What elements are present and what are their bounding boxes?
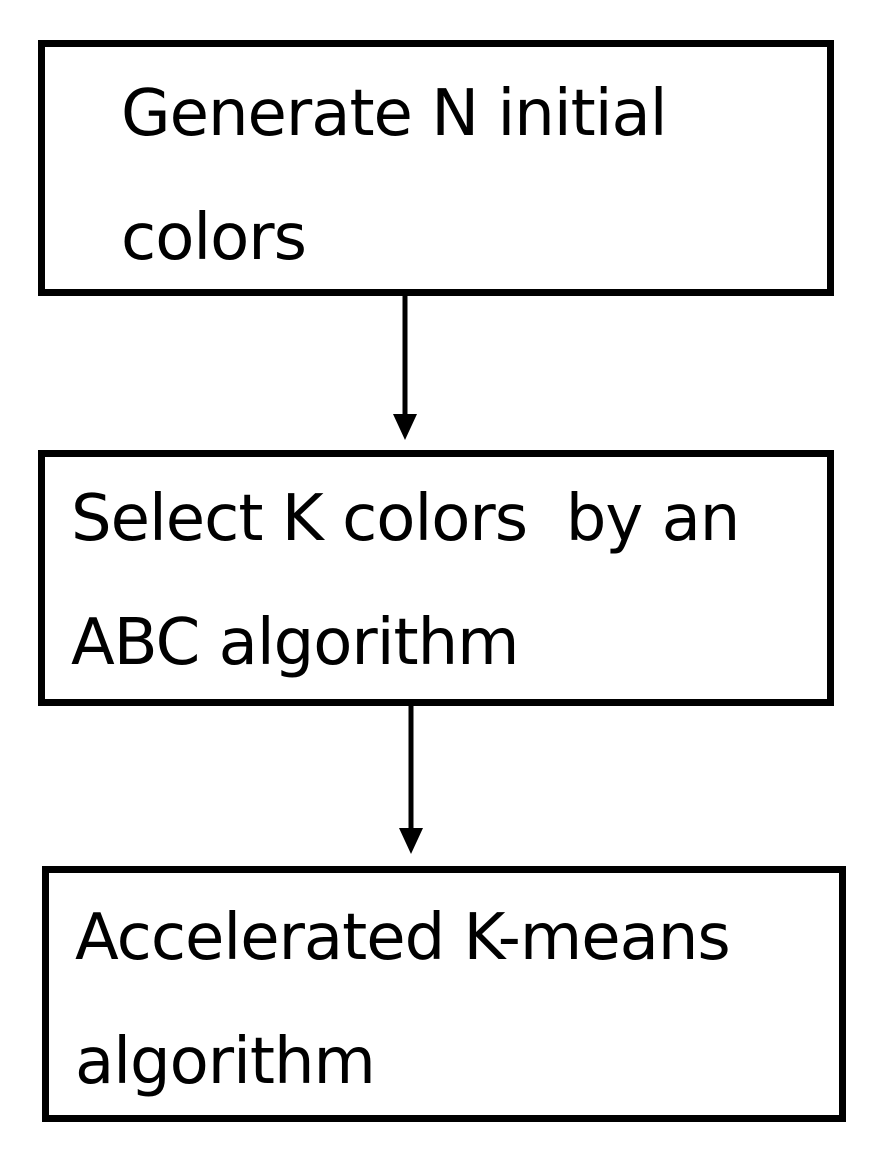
arrow-step1-to-step2	[393, 296, 417, 440]
arrow-2-head	[399, 828, 423, 854]
step-1-line-1: Generate N initial	[121, 77, 667, 151]
step-1-text: Generate N initial colors	[121, 52, 667, 300]
step-2-line-2: ABC algorithm	[71, 606, 519, 680]
step-1-line-2: colors	[121, 201, 307, 275]
step-generate-colors-box: Generate N initial colors	[38, 40, 834, 296]
arrow-step2-to-step3	[399, 706, 423, 854]
step-kmeans-box: Accelerated K-means algorithm	[42, 866, 846, 1122]
arrow-1-head	[393, 414, 417, 440]
step-3-line-2: algorithm	[75, 1025, 376, 1099]
step-2-line-1: Select K colors by an	[71, 482, 740, 556]
step-3-line-1: Accelerated K-means	[75, 901, 731, 975]
step-3-text: Accelerated K-means algorithm	[75, 876, 731, 1124]
step-select-colors-box: Select K colors by an ABC algorithm	[38, 450, 834, 706]
step-2-text: Select K colors by an ABC algorithm	[71, 457, 740, 705]
